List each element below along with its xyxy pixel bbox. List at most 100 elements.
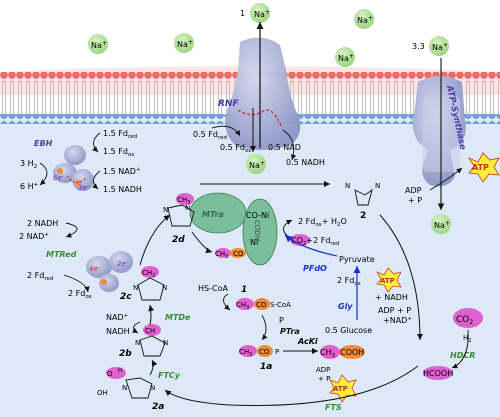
svg-text:2 Fdox: 2 Fdox — [68, 289, 93, 300]
svg-text:P: P — [279, 316, 284, 325]
svg-text:ADP: ADP — [405, 186, 422, 195]
mtred-complex: 4e- 2e- MTRed — [46, 250, 133, 292]
svg-text:N: N — [375, 182, 380, 190]
svg-text:CO: CO — [259, 348, 270, 356]
svg-text:CH3: CH3 — [239, 348, 252, 358]
rnf-label: RNF — [218, 99, 239, 109]
rnf-complex: RNF — [218, 22, 301, 152]
svg-text:HS-CoA: HS-CoA — [198, 284, 228, 293]
mtred-reaction: 2 NADH 2 NAD+ 2 Fdred 2 Fdox — [19, 219, 93, 300]
svg-text:NADH: NADH — [106, 327, 130, 336]
svg-text:6e-: 6e- — [53, 174, 64, 182]
sodium-ion-4: Na+ — [354, 9, 374, 29]
svg-text:1a: 1a — [260, 362, 272, 372]
codh-label: CODH — [253, 220, 261, 242]
mtra-label: MTra — [202, 210, 224, 219]
svg-text:CO: CO — [256, 301, 267, 309]
svg-text:CO2+2 Fdred: CO2+2 Fdred — [291, 236, 339, 247]
svg-text:Na+: Na+ — [357, 15, 373, 25]
svg-text:N: N — [135, 339, 140, 347]
mtra-codh-complex: MTra CODH CO-Ni Ni — [189, 192, 278, 266]
svg-text:4e-: 4e- — [89, 265, 100, 273]
svg-text:2e-: 2e- — [117, 260, 128, 268]
acki-label: AcKi — [297, 337, 318, 346]
svg-text:2d: 2d — [172, 235, 185, 245]
svg-text:O: O — [107, 370, 113, 378]
codh-reaction: 2 Fdox+ H2O CO2+2 Fdred — [283, 217, 347, 247]
svg-text:ATP: ATP — [380, 277, 395, 285]
compound-1: 1 CH3 CO S-CoA HS-CoA P PTra — [198, 284, 300, 341]
svg-text:N: N — [150, 384, 155, 392]
svg-text:1.5 NADH: 1.5 NADH — [103, 185, 142, 194]
atp-star-gly-icon — [376, 267, 402, 293]
hdcr-reaction: CO2 H2 HDCR HCOOH — [423, 308, 483, 380]
svg-text:Na+: Na+ — [338, 53, 354, 63]
svg-text:N: N — [163, 339, 168, 347]
svg-text:ADP + P: ADP + P — [378, 306, 411, 315]
svg-text:CO-Ni: CO-Ni — [246, 211, 269, 220]
cycle-arrows — [139, 214, 423, 406]
svg-text:2 Fdox: 2 Fdox — [337, 276, 362, 287]
ebh-label: EBH — [34, 139, 53, 148]
svg-text:Na+: Na+ — [254, 9, 270, 19]
sodium-ion-atp-bottom: Na+ — [431, 214, 451, 234]
hdcr-label: HDCR — [450, 351, 475, 360]
svg-text:CH2: CH2 — [142, 269, 155, 279]
svg-text:2 Fdred: 2 Fdred — [27, 271, 53, 282]
svg-text:ATP: ATP — [472, 163, 489, 172]
svg-text:P: P — [275, 348, 279, 356]
svg-text:0.5 Fdred: 0.5 Fdred — [193, 130, 227, 141]
svg-text:Na+: Na+ — [177, 39, 193, 49]
svg-text:N: N — [345, 182, 350, 190]
svg-text:2 NADH: 2 NADH — [27, 219, 58, 228]
svg-text:N: N — [133, 284, 138, 292]
svg-text:N: N — [162, 284, 167, 292]
svg-text:CH3: CH3 — [215, 250, 228, 260]
svg-text:NAD+: NAD+ — [106, 313, 129, 322]
sodium-ion-3: Na+ — [335, 47, 355, 67]
svg-text:CH3: CH3 — [236, 301, 249, 311]
svg-text:HCOOH: HCOOH — [423, 369, 453, 378]
svg-text:Pyruvate: Pyruvate — [339, 255, 375, 264]
svg-text:Na+: Na+ — [249, 160, 265, 170]
svg-text:COOH: COOH — [340, 348, 364, 357]
methyl-co-ni: CH3 CO — [215, 248, 246, 260]
compound-1a: CH3 CO P 1a AcKi CH3 COOH — [239, 337, 365, 372]
svg-text:2 NAD+: 2 NAD+ — [19, 232, 49, 241]
atp-synthase-reaction: ADP + P ATP — [405, 152, 500, 205]
svg-text:3e-: 3e- — [78, 184, 89, 192]
fts-label: FTS — [325, 403, 342, 412]
svg-text:Na+: Na+ — [432, 42, 448, 52]
mtred-label: MTRed — [46, 250, 77, 259]
sodium-ion-rnf-bottom: Na+ — [246, 154, 266, 174]
compound-2b: CH N N 2b MTDe NAD+ NADH — [106, 313, 191, 359]
svg-text:H: H — [118, 367, 123, 374]
svg-text:ADP: ADP — [316, 366, 330, 374]
svg-text:CO2: CO2 — [456, 315, 473, 326]
svg-text:6 H+: 6 H+ — [20, 182, 39, 191]
svg-text:0.5 NADH: 0.5 NADH — [286, 158, 325, 167]
ftcy-label: FTCy — [158, 371, 181, 380]
svg-text:1.5 Fdox: 1.5 Fdox — [103, 147, 135, 158]
svg-text:2: 2 — [360, 211, 366, 221]
svg-text:Ni: Ni — [250, 238, 258, 247]
rnf-labels: 0.5 Fdred 0.5 Fdox 0.5 NAD 0.5 NADH — [193, 125, 325, 167]
atp-star-fts-icon — [329, 374, 357, 403]
sodium-ion-1: Na+ — [88, 34, 108, 54]
svg-text:CH: CH — [145, 327, 155, 335]
sodium-ion-atp-top: Na+ 3.3 — [412, 36, 449, 56]
svg-text:3 H2: 3 H2 — [20, 159, 37, 170]
gly-label: Gly — [338, 302, 353, 311]
svg-text:2c: 2c — [120, 292, 132, 302]
svg-text:N: N — [122, 384, 127, 392]
svg-text:1: 1 — [240, 9, 245, 18]
svg-text:0.5 NAD: 0.5 NAD — [268, 143, 301, 152]
svg-text:N: N — [163, 206, 168, 214]
svg-text:CO: CO — [233, 250, 244, 258]
ptra-label: PTra — [280, 327, 300, 336]
svg-text:1: 1 — [241, 285, 247, 295]
svg-text:2b: 2b — [119, 349, 132, 359]
atp-star-icon — [467, 152, 500, 183]
svg-text:+NAD+: +NAD+ — [383, 316, 412, 325]
